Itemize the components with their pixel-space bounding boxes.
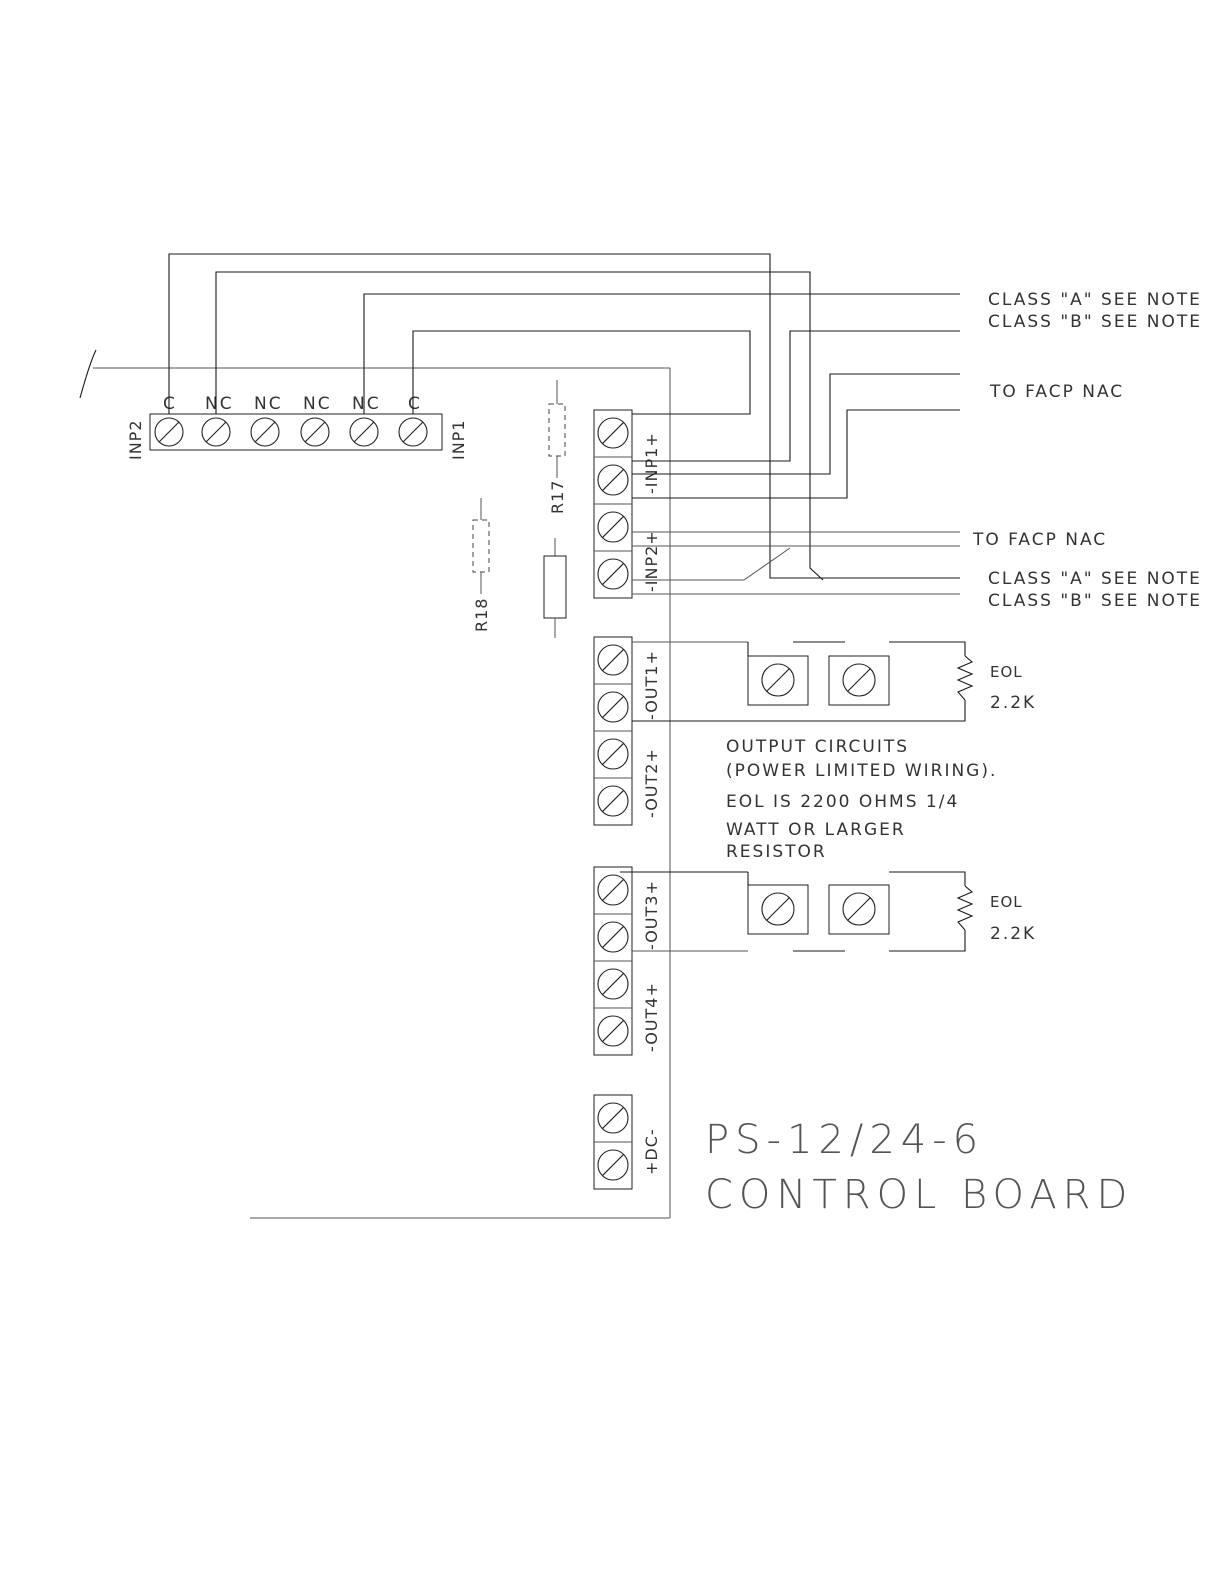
eol-value-1: 2.2K (990, 693, 1036, 713)
r18-label: R18 (472, 598, 491, 632)
class-b-top-label: CLASS "B" SEE NOTE (988, 312, 1202, 332)
screw-terminal-icon (597, 511, 629, 543)
note-line-3: EOL IS 2200 OHMS 1/4 (726, 792, 959, 812)
board-model: PS-12/24-6 (705, 1117, 984, 1163)
screw-terminal-icon (597, 1015, 629, 1047)
relay-terminal-label: C (408, 394, 422, 414)
input-wiring (632, 330, 960, 595)
out2-terminal-label: -OUT2+ (642, 748, 661, 818)
note-line-1: OUTPUT CIRCUITS (726, 737, 909, 757)
eol-label-1: EOL (990, 663, 1023, 681)
screw-terminal-icon (349, 417, 379, 447)
relay-terminal-label: NC (254, 394, 283, 414)
out3-terminal-label: -OUT3+ (642, 880, 661, 950)
output-notes: OUTPUT CIRCUITS (POWER LIMITED WIRING). … (726, 737, 997, 862)
right-labels: CLASS "A" SEE NOTE CLASS "B" SEE NOTE TO… (972, 290, 1202, 611)
relay-terminal-label: NC (352, 394, 381, 414)
facp-nac-label-1: TO FACP NAC (989, 382, 1124, 402)
relay-terminal-label: NC (205, 394, 234, 414)
screw-terminal-icon (201, 417, 231, 447)
output-circuit-1: EOL 2.2K (632, 641, 1036, 722)
inp1-relay-label: INP1 (449, 419, 468, 460)
dc-terminal-label: +DC- (642, 1128, 661, 1175)
out4-terminal-label: -OUT4+ (642, 982, 661, 1052)
inp2-relay-label: INP2 (126, 419, 145, 460)
screw-terminal-icon (597, 1102, 629, 1134)
board-name: CONTROL BOARD (705, 1172, 1133, 1218)
relay-terminal-label: C (163, 394, 177, 414)
screw-terminal-icon (842, 663, 876, 697)
note-line-2: (POWER LIMITED WIRING). (726, 761, 997, 781)
screw-terminal-icon (597, 738, 629, 770)
r17-label: R17 (548, 480, 567, 514)
relay-terminal-label: NC (303, 394, 332, 414)
relay-wires (168, 253, 960, 581)
screw-terminal-icon (597, 921, 629, 953)
screw-terminal-icon (398, 417, 428, 447)
screw-terminal-icon (761, 892, 795, 926)
screw-terminal-icon (597, 464, 629, 496)
resistor-r17: R17 (548, 380, 567, 514)
main-terminal-column: -INP1+ -INP2+ -OUT1+ -OUT2+ -OUT3+ -OUT4… (593, 409, 661, 1190)
board-outline (79, 349, 671, 1219)
screw-terminal-icon (761, 663, 795, 697)
screw-terminal-icon (597, 785, 629, 817)
inp1-terminal-label: -INP1+ (642, 432, 661, 494)
screw-terminal-icon (250, 417, 280, 447)
screw-terminal-icon (597, 417, 629, 449)
board-title: PS-12/24-6 CONTROL BOARD (705, 1117, 1133, 1218)
screw-terminal-icon (597, 1149, 629, 1181)
facp-nac-label-2: TO FACP NAC (972, 530, 1107, 550)
class-b-bottom-label: CLASS "B" SEE NOTE (988, 591, 1202, 611)
screw-terminal-icon (154, 417, 184, 447)
relay-terminal-block: C NC NC NC NC C INP2 INP1 (126, 394, 468, 460)
eol-label-2: EOL (990, 893, 1023, 911)
inp2-terminal-label: -INP2+ (642, 530, 661, 592)
out1-terminal-label: -OUT1+ (642, 650, 661, 720)
note-line-4: WATT OR LARGER (726, 820, 906, 840)
resistor-r18: R18 (472, 498, 491, 632)
screw-terminal-icon (597, 874, 629, 906)
screw-terminal-icon (597, 691, 629, 723)
screw-terminal-icon (597, 644, 629, 676)
screw-terminal-icon (842, 892, 876, 926)
class-a-top-label: CLASS "A" SEE NOTE (988, 290, 1202, 310)
screw-terminal-icon (597, 968, 629, 1000)
resistor-eol-board (543, 538, 567, 638)
output-circuit-3: EOL 2.2K (620, 871, 1036, 952)
screw-terminal-icon (300, 417, 330, 447)
class-a-bottom-label: CLASS "A" SEE NOTE (988, 569, 1202, 589)
note-line-5: RESISTOR (726, 842, 827, 862)
screw-terminal-icon (597, 558, 629, 590)
eol-value-2: 2.2K (990, 924, 1036, 944)
